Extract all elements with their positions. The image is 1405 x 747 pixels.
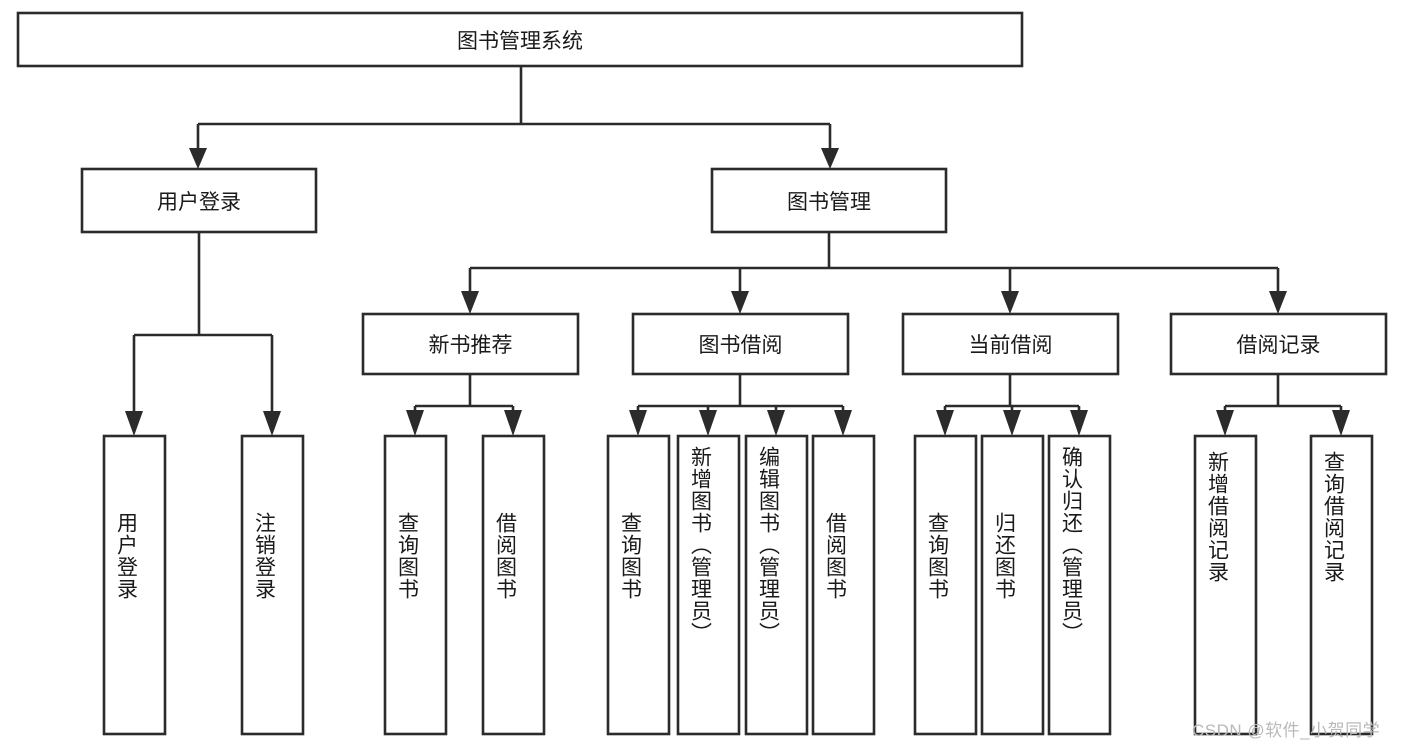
node-book-management-box[interactable] [710,167,948,234]
leaf-box-add-record[interactable] [1193,434,1258,736]
arrow-level3-book-borrow [731,291,749,314]
leaf-box-borrow-book-1[interactable] [481,434,546,736]
arrow-level3-new-book-recommend [461,291,479,314]
arrow-leaf-query-book-3 [936,410,954,436]
leaf-box-query-book-3[interactable] [913,434,978,736]
arrow-level2-left [189,148,207,169]
node-root-box[interactable] [16,11,1024,68]
leaf-box-query-record[interactable] [1309,434,1374,736]
arrow-leaf-user-login [125,411,143,436]
leaf-box-return-book[interactable] [980,434,1045,736]
node-borrow-record-box[interactable] [1169,312,1388,376]
arrow-leaf-return-book [1003,410,1021,436]
arrow-leaf-query-book-2 [629,410,647,436]
leaf-box-user-login[interactable] [102,434,167,736]
leaf-box-add-book[interactable] [676,434,741,736]
node-new-book-recommend-box[interactable] [361,312,580,376]
arrow-leaf-borrow-book-1 [504,410,522,436]
leaf-box-query-book-2[interactable] [606,434,671,736]
arrow-leaf-edit-book [767,410,785,436]
leaf-box-confirm-return[interactable] [1047,434,1112,736]
arrow-leaf-add-record [1216,410,1234,436]
csdn-watermark: CSDN @软件_小贺同学 [1192,721,1381,740]
node-current-borrow-box[interactable] [901,312,1120,376]
arrow-level3-borrow-record [1269,291,1287,314]
arrow-leaf-query-record [1332,410,1350,436]
leaf-box-query-book-1[interactable] [383,434,448,736]
leaf-box-borrow-book-2[interactable] [811,434,876,736]
arrow-leaf-borrow-book-2 [834,410,852,436]
arrow-level3-current-borrow [1001,291,1019,314]
arrow-leaf-logout-login [263,411,281,436]
arrow-leaf-add-book [699,410,717,436]
leaf-box-edit-book[interactable] [744,434,809,736]
node-user-login-box[interactable] [80,167,318,234]
arrow-leaf-query-book-1 [406,410,424,436]
arrow-leaf-confirm-return [1070,410,1088,436]
leaf-box-logout-login[interactable] [240,434,305,736]
node-book-borrow-box[interactable] [631,312,850,376]
arrow-level2-right [821,148,839,169]
